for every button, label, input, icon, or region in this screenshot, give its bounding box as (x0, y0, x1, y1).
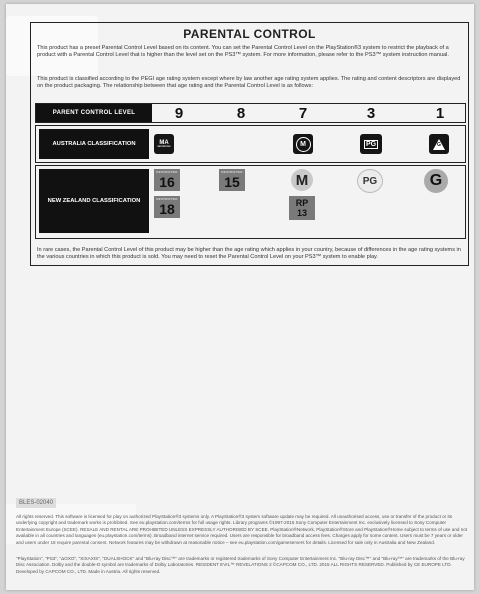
page-title: PARENTAL CONTROL (183, 27, 316, 41)
pg-rating-icon: PG (360, 134, 382, 154)
r18-text: 18 (159, 201, 175, 217)
g-text: G (437, 142, 441, 148)
ma-text: MA (159, 140, 169, 146)
r18-rating-icon: RESTRICTED 18 (154, 196, 180, 218)
r16-tag: RESTRICTED (156, 170, 178, 174)
level-1: 1 (435, 104, 445, 122)
m-rating-icon: M (293, 134, 313, 154)
g-rating-icon: G (429, 134, 449, 154)
m-ring: M (295, 136, 311, 152)
r16-text: 16 (159, 174, 175, 190)
intro-paragraph-1: This product has a preset Parental Contr… (37, 45, 449, 59)
legal-text-2: "PlayStation", "PS3", "ΔOXO", "SIXAXIS",… (16, 556, 465, 574)
manual-page: PARENTAL CONTROL This product has a pres… (6, 4, 474, 590)
nz-m-text: M (295, 171, 309, 189)
m-text: M (300, 140, 306, 148)
g-triangle (433, 138, 445, 150)
parental-control-box: PARENTAL CONTROL This product has a pres… (30, 22, 469, 266)
r15-tag: RESTRICTED (221, 170, 243, 174)
australia-row: AUSTRALIA CLASSIFICATION MA RESTRICTED M… (35, 125, 466, 163)
nz-g-rating-icon: G (424, 169, 448, 193)
pg-text: PG (363, 139, 379, 149)
rp13-rating-icon: RP 13 (289, 196, 315, 220)
australia-label: AUSTRALIA CLASSIFICATION (39, 129, 149, 159)
level-header: PARENT CONTROL LEVEL (36, 104, 152, 122)
new-zealand-row: NEW ZEALAND CLASSIFICATION RESTRICTED 16… (35, 165, 466, 239)
glare (6, 16, 98, 76)
r18-tag: RESTRICTED (156, 197, 178, 201)
footer-glare (6, 504, 136, 544)
ma-sub: RESTRICTED (157, 146, 171, 148)
legal-text-1: All rights reserved. This software is li… (16, 514, 468, 545)
nz-pg-text: PG (362, 175, 378, 187)
r16-rating-icon: RESTRICTED 16 (154, 169, 180, 191)
rp13-text-a: RP (295, 198, 309, 208)
level-row: PARENT CONTROL LEVEL 9 8 7 3 1 (35, 103, 466, 123)
intro-paragraph-2: This product is classified according to … (37, 76, 461, 90)
rare-cases-note: In rare cases, the Parental Control Leve… (37, 247, 461, 261)
nz-m-rating-icon: M (291, 169, 313, 191)
product-code: BLES-02040 (16, 498, 57, 508)
r15-text: 15 (224, 174, 240, 190)
level-3: 3 (366, 104, 376, 122)
level-9: 9 (174, 104, 184, 122)
new-zealand-label: NEW ZEALAND CLASSIFICATION (39, 169, 149, 233)
nz-g-text: G (429, 172, 443, 189)
ma-rating-icon: MA RESTRICTED (154, 134, 174, 154)
level-7: 7 (298, 104, 308, 122)
nz-pg-rating-icon: PG (357, 169, 383, 193)
r15-rating-icon: RESTRICTED 15 (219, 169, 245, 191)
level-8: 8 (236, 104, 246, 122)
rp13-text-b: 13 (296, 208, 307, 218)
